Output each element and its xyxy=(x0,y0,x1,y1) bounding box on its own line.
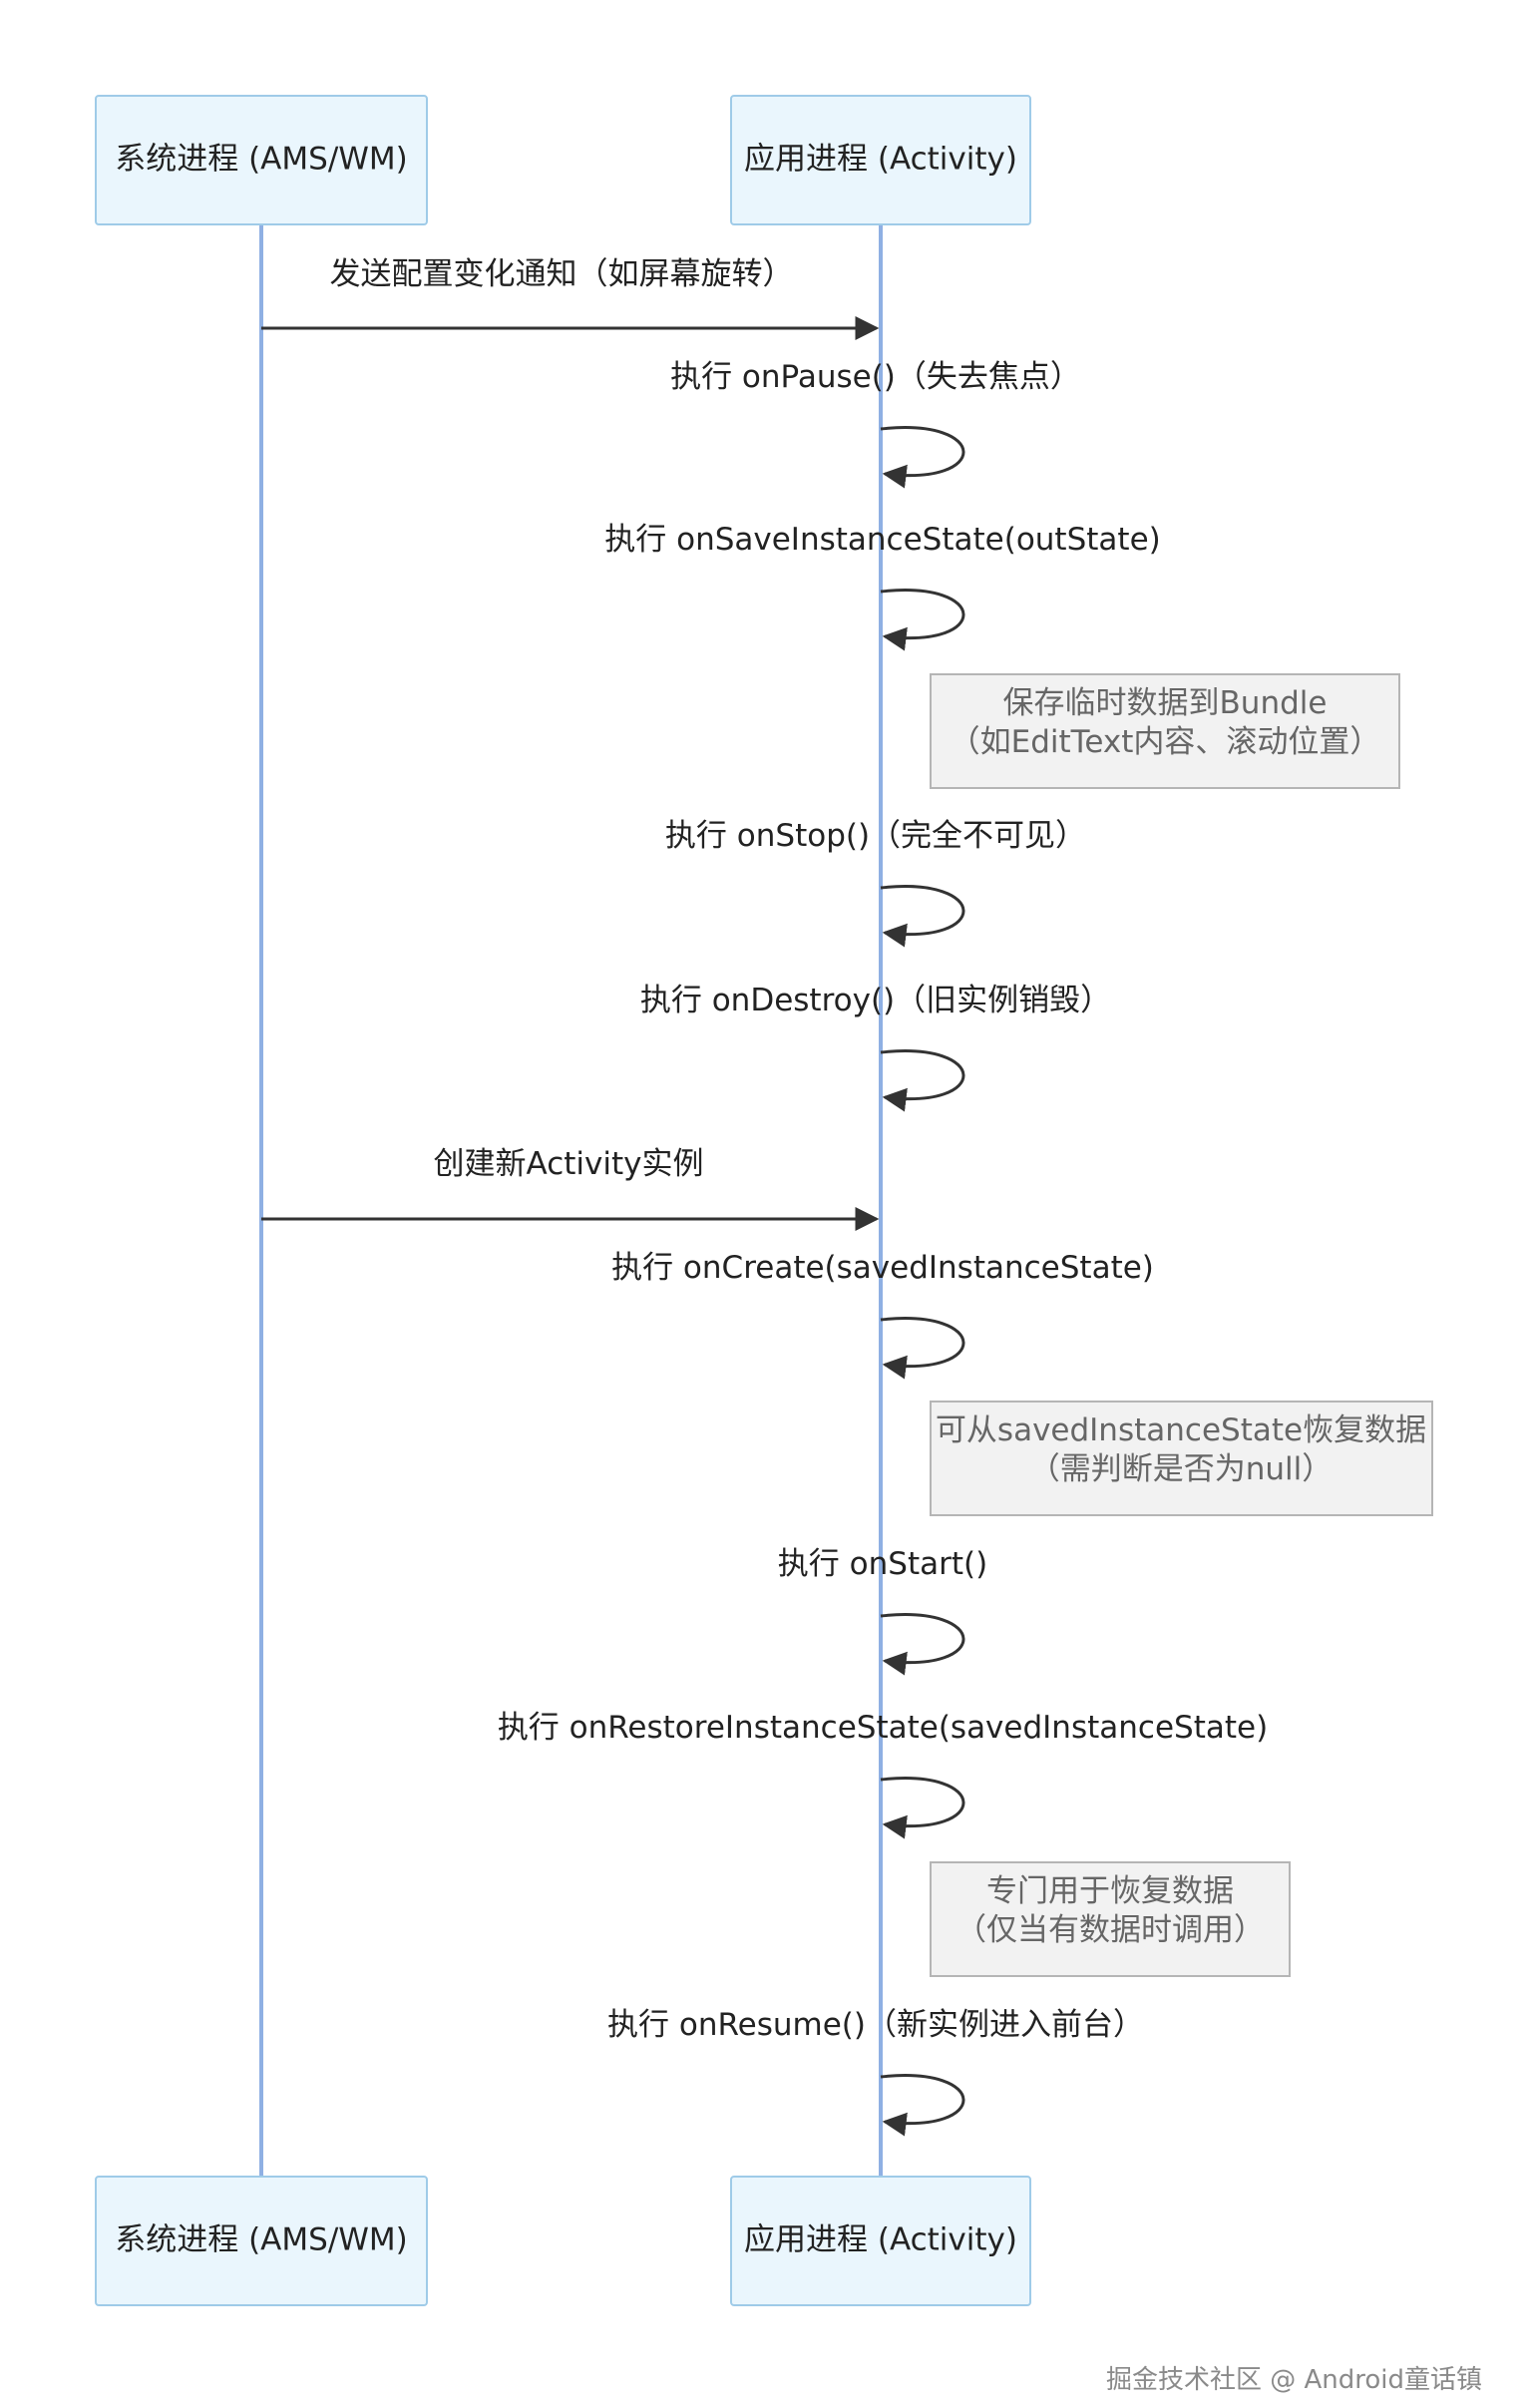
message-label: 执行 onDestroy()（旧实例销毁） xyxy=(640,983,1111,1018)
self-call-arrow xyxy=(880,1613,965,1676)
actor-app-label: 应用进程 (Activity) xyxy=(744,2222,1017,2258)
message-label: 执行 onSaveInstanceState(outState) xyxy=(604,522,1161,558)
message-label: 执行 onStop()（完全不可见） xyxy=(665,818,1086,854)
note-text: （如EditText内容、滚动位置） xyxy=(950,724,1381,760)
note-text: 可从savedInstanceState恢复数据 xyxy=(936,1412,1426,1448)
note-box: 可从savedInstanceState恢复数据 （需判断是否为null） xyxy=(930,1401,1433,1516)
self-call-arrow xyxy=(880,1049,965,1112)
note-text: 保存临时数据到Bundle xyxy=(1003,685,1328,721)
self-call-arrow xyxy=(880,589,965,651)
message-label: 执行 onStart() xyxy=(778,1546,987,1582)
note-text: （需判断是否为null） xyxy=(1029,1451,1334,1487)
message-label: 执行 onPause()（失去焦点） xyxy=(670,359,1081,395)
actor-system-top: 系统进程 (AMS/WM) xyxy=(95,95,428,225)
note-box: 保存临时数据到Bundle （如EditText内容、滚动位置） xyxy=(930,673,1400,789)
self-call-arrow xyxy=(880,426,965,489)
actor-app-label: 应用进程 (Activity) xyxy=(744,142,1017,178)
actor-system-label: 系统进程 (AMS/WM) xyxy=(115,2222,408,2258)
message-label: 执行 onCreate(savedInstanceState) xyxy=(611,1250,1154,1286)
note-text: （仅当有数据时调用） xyxy=(956,1912,1265,1948)
message-label: 发送配置变化通知（如屏幕旋转） xyxy=(330,256,794,292)
watermark: 掘金技术社区 @ Android童话镇 xyxy=(1106,2365,1482,2395)
actor-system-bottom: 系统进程 (AMS/WM) xyxy=(95,2176,428,2306)
note-text: 专门用于恢复数据 xyxy=(986,1873,1234,1909)
message-label: 执行 onRestoreInstanceState(savedInstanceS… xyxy=(498,1710,1268,1746)
actor-app-top: 应用进程 (Activity) xyxy=(730,95,1031,225)
actor-app-bottom: 应用进程 (Activity) xyxy=(730,2176,1031,2306)
self-call-arrow xyxy=(880,2074,965,2137)
self-call-arrow xyxy=(880,1317,965,1380)
note-box: 专门用于恢复数据 （仅当有数据时调用） xyxy=(930,1861,1291,1977)
self-call-arrow xyxy=(880,885,965,948)
message-label: 创建新Activity实例 xyxy=(434,1146,704,1182)
self-call-arrow xyxy=(880,1777,965,1839)
message-label: 执行 onResume()（新实例进入前台） xyxy=(607,2007,1144,2043)
actor-system-label: 系统进程 (AMS/WM) xyxy=(115,142,408,178)
